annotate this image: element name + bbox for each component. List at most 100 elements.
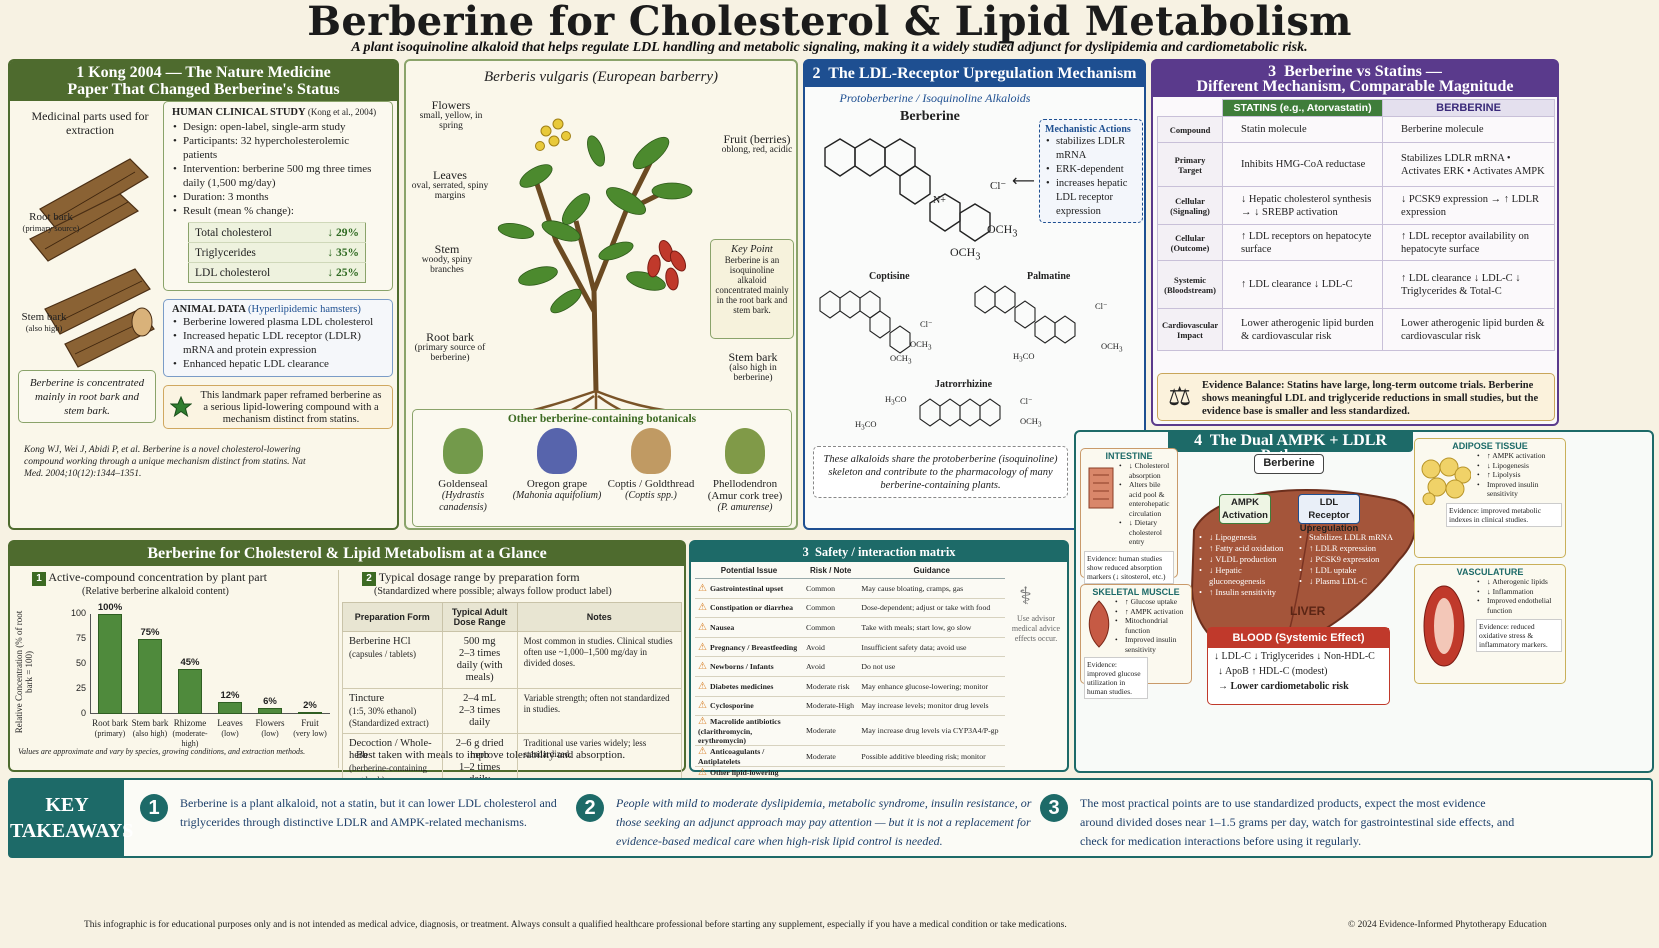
- berberine-cell: ↑ LDL clearance ↓ LDL-C ↓ Triglycerides …: [1382, 260, 1555, 309]
- intestine-icon: [1088, 467, 1114, 509]
- bar: [178, 669, 202, 714]
- palmatine-h3co: H3CO: [1013, 351, 1035, 364]
- safety-guidance: Insufficient safety data; avoid use: [858, 637, 1005, 658]
- chart-subtitle: (Relative berberine alkaloid content): [82, 586, 229, 597]
- panel-plant: Berberis vulgaris (European barberry) Fl…: [404, 59, 798, 530]
- intestine-item: ↓ Cholesterol absorption: [1118, 461, 1174, 480]
- berberine-cell: ↓ PCSK9 expression → ↑ LDLR expression: [1382, 186, 1555, 225]
- label-stem-bark: Stem bark(also high in berberine): [728, 350, 778, 383]
- animal-item: Enhanced hepatic LDL clearance: [172, 357, 384, 371]
- safety-side-note: Use advisor medical advice effects occur…: [1011, 614, 1061, 643]
- panel-berberine-vs-statins: 3 Berberine vs Statins —Different Mechan…: [1151, 59, 1559, 426]
- row-label: Compound: [1156, 116, 1224, 143]
- safety-issue: Newborns / Infants: [709, 662, 774, 672]
- warning-icon: ⚠: [698, 716, 707, 728]
- adipose-item: ↓ Lipogenesis: [1476, 461, 1562, 471]
- safety-issue: Gastrointestinal upset: [709, 583, 784, 593]
- intestine-box: INTESTINE ↓ Cholesterol absorptionAlters…: [1080, 448, 1178, 584]
- result-row: Triglycerides↓ 35%: [188, 242, 366, 263]
- result-row: Total cholesterol↓ 29%: [188, 222, 366, 243]
- copyright: © 2024 Evidence-Informed Phytotherapy Ed…: [1348, 920, 1547, 930]
- row-label: Cardiovascular Impact: [1156, 308, 1224, 351]
- citation: Kong WJ, Wei J, Abidi P, et al. Berberin…: [24, 445, 306, 479]
- other-botanicals-box: Other berberine-containing botanicals Go…: [412, 409, 792, 527]
- dose-form-detail: (1:5, 30% ethanol) (Standardized extract…: [349, 706, 429, 728]
- bar-value-label: 45%: [180, 657, 200, 668]
- bar-category-label: Root bark: [92, 718, 128, 728]
- caduceus-icon: ⚕: [1019, 582, 1032, 610]
- dose-header: Notes: [516, 602, 683, 632]
- ampk-item: ↓ Hepatic gluconeogenesis: [1198, 565, 1298, 587]
- parts-label: Medicinal parts used for extraction: [31, 109, 149, 137]
- warning-icon: ⚠: [698, 621, 707, 633]
- warning-icon: ⚠: [698, 700, 707, 712]
- disclaimer: This infographic is for educational purp…: [84, 920, 1067, 930]
- bark-illustration: [29, 158, 155, 368]
- safety-issue: Pregnancy / Breastfeeding: [709, 642, 798, 652]
- takeaway-number: 3: [1040, 794, 1068, 822]
- safety-risk: Common: [803, 598, 859, 619]
- result-value: ↓ 29%: [306, 222, 366, 243]
- panel-2-header: 2 The LDL-Receptor Upregulation Mechanis…: [805, 61, 1144, 87]
- botanical-latin: (P. amurense): [717, 502, 773, 513]
- vasculature-box: VASCULATURE ↓ Atherogenic lipids↓ Inflam…: [1414, 564, 1566, 684]
- vasculature-item: Improved endothelial function: [1476, 596, 1562, 615]
- y-tick-label: 75: [75, 633, 86, 643]
- row-label: Primary Target: [1156, 142, 1224, 187]
- dose-row: Tincture(1:5, 30% ethanol) (Standardized…: [342, 688, 683, 734]
- safety-risk: Common: [803, 578, 859, 599]
- ampk-effects-list: ↓ Lipogenesis↑ Fatty acid oxidation↓ VLD…: [1198, 532, 1298, 598]
- animal-item: Berberine lowered plasma LDL cholesterol: [172, 315, 384, 329]
- safety-risk: Common: [803, 617, 859, 638]
- blood-box: BLOOD (Systemic Effect) ↓ LDL-C ↓ Trigly…: [1207, 627, 1390, 705]
- muscle-icon: [1088, 600, 1110, 648]
- result-label: Total cholesterol: [188, 222, 307, 243]
- ldlr-effects-list: Stabilizes LDLR mRNA↑ LDLR expression↓ P…: [1298, 532, 1398, 587]
- och3-b: OCH3: [950, 245, 981, 263]
- vasculature-item: ↓ Inflammation: [1476, 587, 1562, 597]
- botanical-latin: (Hydrastis canadensis): [439, 490, 487, 513]
- comparison-row: Cellular (Signaling)↓ Hepatic cholestero…: [1156, 186, 1555, 225]
- y-tick-label: 25: [75, 683, 86, 693]
- human-study-box: HUMAN CLINICAL STUDY (Kong et al., 2004)…: [163, 101, 393, 291]
- dose-amount: 500 mg: [463, 636, 496, 647]
- palmatine-label: Palmatine: [1027, 271, 1071, 282]
- bar-category-note: (also high): [132, 729, 168, 738]
- ampk-item: ↓ Lipogenesis: [1198, 532, 1298, 543]
- bar-category-note: (moderate-high): [172, 729, 208, 748]
- ldlr-item: ↓ Plasma LDL-C: [1298, 576, 1398, 587]
- bar-category-label: Stem bark: [131, 718, 169, 728]
- panel-3-header: 3 Berberine vs Statins —Different Mechan…: [1153, 61, 1557, 97]
- bar-value-label: 2%: [303, 700, 317, 711]
- muscle-item: Mitochondrial function: [1114, 616, 1188, 635]
- liver-label: LIVER: [1290, 604, 1326, 618]
- root-bark-label: Root bark (primary source): [22, 211, 80, 233]
- dose-amount: 2–6 g dried herb: [455, 738, 504, 761]
- y-tick-label: 0: [80, 708, 86, 718]
- ampk-item: ↑ Insulin sensitivity: [1198, 587, 1298, 598]
- warning-icon: ⚠: [698, 680, 707, 692]
- berberine-structure: N+: [824, 138, 991, 242]
- bar: [298, 712, 322, 714]
- dose-form: Berberine HCl: [349, 636, 411, 647]
- safety-issue: Anticoagulants / Antiplatelets: [698, 747, 765, 767]
- coptisine-label: Coptisine: [869, 271, 910, 282]
- safety-risk: Avoid: [803, 656, 859, 677]
- botanical-name: Phellodendron (Amur cork tree): [707, 478, 783, 502]
- human-study-list: Design: open-label, single-arm studyPart…: [172, 120, 384, 218]
- landmark-note: This landmark paper reframed berberine a…: [163, 385, 393, 429]
- star-icon: [170, 396, 192, 418]
- muscle-item: ↑ AMPK activation: [1114, 607, 1188, 617]
- bar-value-label: 100%: [97, 602, 123, 613]
